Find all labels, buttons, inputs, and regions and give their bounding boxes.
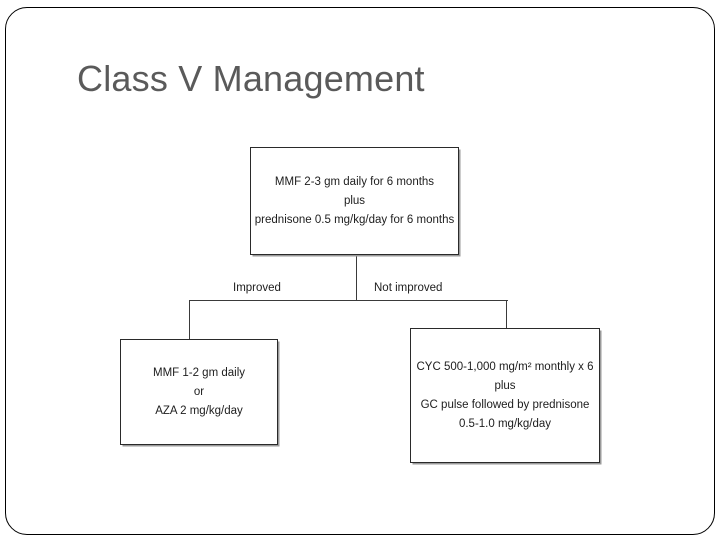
connector-improved-drop bbox=[189, 300, 191, 340]
flow-node-line: prednisone 0.5 mg/kg/day for 6 months bbox=[254, 213, 455, 226]
branch-label-not-improved: Not improved bbox=[374, 282, 443, 294]
flow-node-line: MMF 2-3 gm daily for 6 months bbox=[274, 175, 435, 188]
flow-node-line: plus bbox=[343, 194, 366, 207]
flow-node-improved-therapy: MMF 1-2 gm daily or AZA 2 mg/kg/day bbox=[120, 339, 278, 445]
flow-node-line: MMF 1-2 gm daily bbox=[152, 366, 246, 379]
connector-root-stem bbox=[356, 255, 358, 301]
flow-node-line: AZA 2 mg/kg/day bbox=[155, 404, 243, 417]
connector-split-bar bbox=[189, 300, 508, 302]
connector-not-improved-drop bbox=[506, 300, 508, 329]
flow-node-initial-therapy: MMF 2-3 gm daily for 6 months plus predn… bbox=[250, 147, 459, 255]
page-title: Class V Management bbox=[77, 58, 425, 99]
branch-label-improved: Improved bbox=[233, 282, 281, 294]
flow-node-line: or bbox=[193, 385, 205, 398]
flow-node-line: GC pulse followed by prednisone bbox=[420, 398, 590, 411]
flow-node-line: plus bbox=[494, 379, 516, 392]
flow-node-line: CYC 500-1,000 mg/m² monthly x 6 bbox=[416, 360, 594, 373]
flow-node-not-improved-therapy: CYC 500-1,000 mg/m² monthly x 6 plus GC … bbox=[410, 328, 600, 463]
flow-node-line: 0.5-1.0 mg/kg/day bbox=[458, 417, 552, 430]
